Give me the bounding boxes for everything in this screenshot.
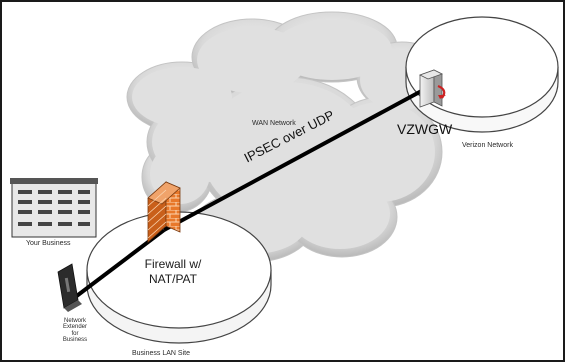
network-extender-label-line: for bbox=[71, 330, 79, 337]
firewall-label-line1: Firewall w/ bbox=[144, 257, 202, 271]
firewall-label: Firewall w/ NAT/PAT bbox=[137, 257, 209, 287]
network-extender-label-line: Extender bbox=[62, 324, 87, 331]
network-extender-label: Network Extender for Business bbox=[55, 318, 95, 343]
vzwgw-label: VZWGW bbox=[397, 121, 453, 137]
business-lan-disc bbox=[86, 211, 272, 344]
server-icon bbox=[418, 69, 446, 108]
verizon-network-label: Verizon Network bbox=[462, 142, 513, 149]
wan-network-label: WAN Network bbox=[252, 120, 296, 127]
building-icon bbox=[10, 178, 98, 238]
network-extender-icon bbox=[57, 263, 82, 312]
firewall-icon bbox=[147, 181, 181, 243]
network-extender-label-line: Network bbox=[63, 318, 86, 324]
business-lan-site-label: Business LAN Site bbox=[132, 350, 190, 357]
your-business-label: Your Business bbox=[26, 240, 71, 247]
network-extender-label-line: Business bbox=[62, 336, 88, 343]
firewall-label-line2: NAT/PAT bbox=[149, 272, 197, 287]
